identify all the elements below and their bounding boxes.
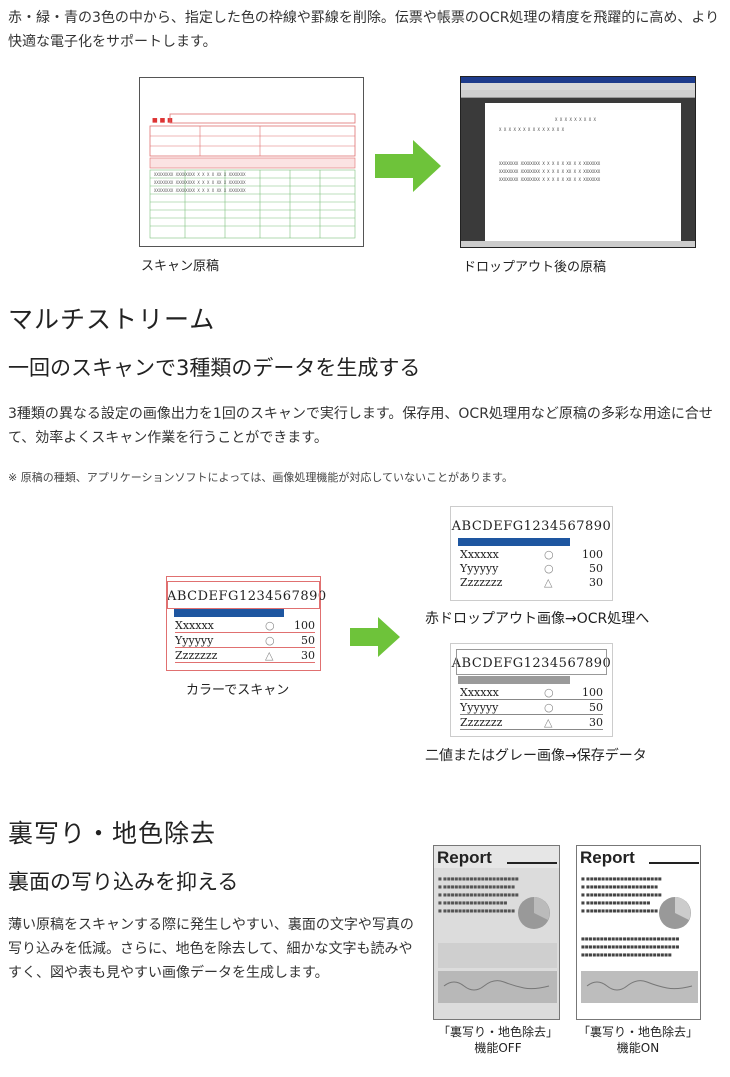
multistream-body: 3種類の異なる設定の画像出力を1回のスキャンで実行します。保存用、OCR処理用な… bbox=[8, 406, 713, 446]
svg-text:■ ■■■■■■■■■■■■■■■■■■■: ■ ■■■■■■■■■■■■■■■■■■■ bbox=[581, 884, 658, 889]
intro-text: 赤・緑・青の3色の中から、指定した色の枠線や罫線を削除。伝票や帳票のOCR処理の… bbox=[8, 10, 720, 50]
report-on-image: Report ■ ■■■■■■■■■■■■■■■■■■■■ ■ ■■■■■■■■… bbox=[576, 845, 701, 1020]
sample-row: Yyyyyy○50 bbox=[460, 562, 603, 575]
report-off-image: Report ■ ■■■■■■■■■■■■■■■■■■■■ ■ ■■■■■■■■… bbox=[433, 845, 560, 1020]
svg-text:XXXXXXXX XXXXXXXX X X X X X: XXXXXXXX XXXXXXXX X X X X X XX X X XXXXX… bbox=[499, 177, 601, 182]
svg-text:■ ■■■■■■■■■■■■■■■■■■■: ■ ■■■■■■■■■■■■■■■■■■■ bbox=[581, 908, 658, 913]
gray-sample: ABCDEFG1234567890 Xxxxxx○100 Yyyyyy○50 Z… bbox=[450, 643, 613, 737]
svg-text:■ ■■■■■■■■■■■■■■■■■■■■: ■ ■■■■■■■■■■■■■■■■■■■■ bbox=[581, 876, 662, 881]
color-scan-caption: カラーでスキャン bbox=[186, 683, 290, 698]
gray-bar bbox=[458, 676, 570, 684]
sample-row: Xxxxxx○100 bbox=[460, 686, 603, 700]
sample-title: ABCDEFG1234567890 bbox=[167, 589, 327, 604]
backside-subheading: 裏面の写り込みを抑える bbox=[8, 870, 239, 894]
blue-bar bbox=[458, 538, 570, 546]
blue-bar bbox=[174, 609, 284, 617]
svg-text:■■■■■■■■■■■■■■■■■■■■■■■■: ■■■■■■■■■■■■■■■■■■■■■■■■ bbox=[581, 952, 672, 957]
svg-text:XXXXXXXX XXXXXXXX X X X X X: XXXXXXXX XXXXXXXX X X X X X XX X X XXXXX… bbox=[499, 161, 601, 166]
svg-text:XXXXXXXX XXXXXXXX X X X X X: XXXXXXXX XXXXXXXX X X X X XX X XXXXXXX bbox=[154, 180, 246, 185]
scan-original-image: ■ ■ ■ XXXXXXXX XXXXXXXX X X X X XX X XXX… bbox=[139, 77, 364, 247]
svg-text:■■■■■■■■■■■■■■■■■■■■■■■■■■: ■■■■■■■■■■■■■■■■■■■■■■■■■■ bbox=[581, 936, 679, 941]
svg-text:X X X X X X X X X X X X X: X X X X X X X X X X X X X X bbox=[499, 127, 565, 132]
svg-text:■ ■■■■■■■■■■■■■■■■■: ■ ■■■■■■■■■■■■■■■■■ bbox=[438, 900, 508, 905]
svg-text:■ ■■■■■■■■■■■■■■■■■■■: ■ ■■■■■■■■■■■■■■■■■■■ bbox=[438, 884, 515, 889]
svg-text:■ ■■■■■■■■■■■■■■■■■■■■: ■ ■■■■■■■■■■■■■■■■■■■■ bbox=[438, 892, 519, 897]
backside-heading: 裏写り・地色除去 bbox=[8, 819, 217, 848]
svg-text:XXXXXXXX XXXXXXXX X X X X X: XXXXXXXX XXXXXXXX X X X X XX X XXXXXXX bbox=[154, 188, 246, 193]
svg-text:■ ■■■■■■■■■■■■■■■■■■■■: ■ ■■■■■■■■■■■■■■■■■■■■ bbox=[581, 892, 662, 897]
sample-row: Yyyyyy○50 bbox=[460, 701, 603, 715]
svg-text:■ ■■■■■■■■■■■■■■■■■: ■ ■■■■■■■■■■■■■■■■■ bbox=[581, 900, 651, 905]
red-dropout-caption: 赤ドロップアウト画像→OCR処理へ bbox=[425, 611, 650, 627]
sample-title: ABCDEFG1234567890 bbox=[451, 519, 612, 534]
svg-text:■ ■ ■: ■ ■ ■ bbox=[152, 117, 173, 124]
svg-text:XXXXXXXX XXXXXXXX X X X X X: XXXXXXXX XXXXXXXX X X X X XX X XXXXXXX bbox=[154, 172, 246, 177]
gray-caption: 二値またはグレー画像→保存データ bbox=[425, 748, 647, 764]
report-off-caption: 「裏写り・地色除去」 機能OFF bbox=[437, 1025, 558, 1055]
svg-text:■ ■■■■■■■■■■■■■■■■■■■: ■ ■■■■■■■■■■■■■■■■■■■ bbox=[438, 908, 515, 913]
svg-text:XXXXXXXX XXXXXXXX X X X X X: XXXXXXXX XXXXXXXX X X X X X XX X X XXXXX… bbox=[499, 169, 601, 174]
sample-row: Xxxxxx○100 bbox=[460, 548, 603, 561]
sample-row: Zzzzzzz△30 bbox=[460, 716, 603, 730]
color-scan-sample: ABCDEFG1234567890 Xxxxxx○100 Yyyyyy○50 Z… bbox=[166, 576, 327, 671]
arrow-right-icon bbox=[375, 140, 441, 192]
arrow-right-icon bbox=[350, 617, 400, 657]
multistream-note: ※ 原稿の種類、アプリケーションソフトによっては、画像処理機能が対応していないこ… bbox=[8, 471, 513, 484]
sample-row: Xxxxxx○100 bbox=[175, 619, 315, 633]
dropout-result-image: X X X X X X X X X X X X X X X X X X X X … bbox=[460, 76, 696, 248]
scan-original-caption: スキャン原稿 bbox=[141, 259, 220, 274]
sample-row: Zzzzzzz△30 bbox=[175, 649, 315, 663]
svg-text:X X X X X X X X X: X X X X X X X X X bbox=[555, 117, 597, 122]
backside-body: 薄い原稿をスキャンする際に発生しやすい、裏面の文字や写真の写り込みを低減。さらに… bbox=[8, 917, 414, 981]
report-on-caption: 「裏写り・地色除去」 機能ON bbox=[577, 1025, 698, 1055]
multistream-subheading: 一回のスキャンで3種類のデータを生成する bbox=[8, 356, 421, 380]
sample-title: ABCDEFG1234567890 bbox=[451, 656, 612, 671]
multistream-heading: マルチストリーム bbox=[8, 305, 216, 334]
red-dropout-sample: ABCDEFG1234567890 Xxxxxx○100 Yyyyyy○50 Z… bbox=[450, 506, 613, 601]
dropout-caption: ドロップアウト後の原稿 bbox=[463, 260, 607, 275]
sample-row: Zzzzzzz△30 bbox=[460, 576, 603, 589]
svg-text:■ ■■■■■■■■■■■■■■■■■■■■: ■ ■■■■■■■■■■■■■■■■■■■■ bbox=[438, 876, 519, 881]
svg-text:■■■■■■■■■■■■■■■■■■■■■■■■■■: ■■■■■■■■■■■■■■■■■■■■■■■■■■ bbox=[581, 944, 679, 949]
sample-row: Yyyyyy○50 bbox=[175, 634, 315, 648]
